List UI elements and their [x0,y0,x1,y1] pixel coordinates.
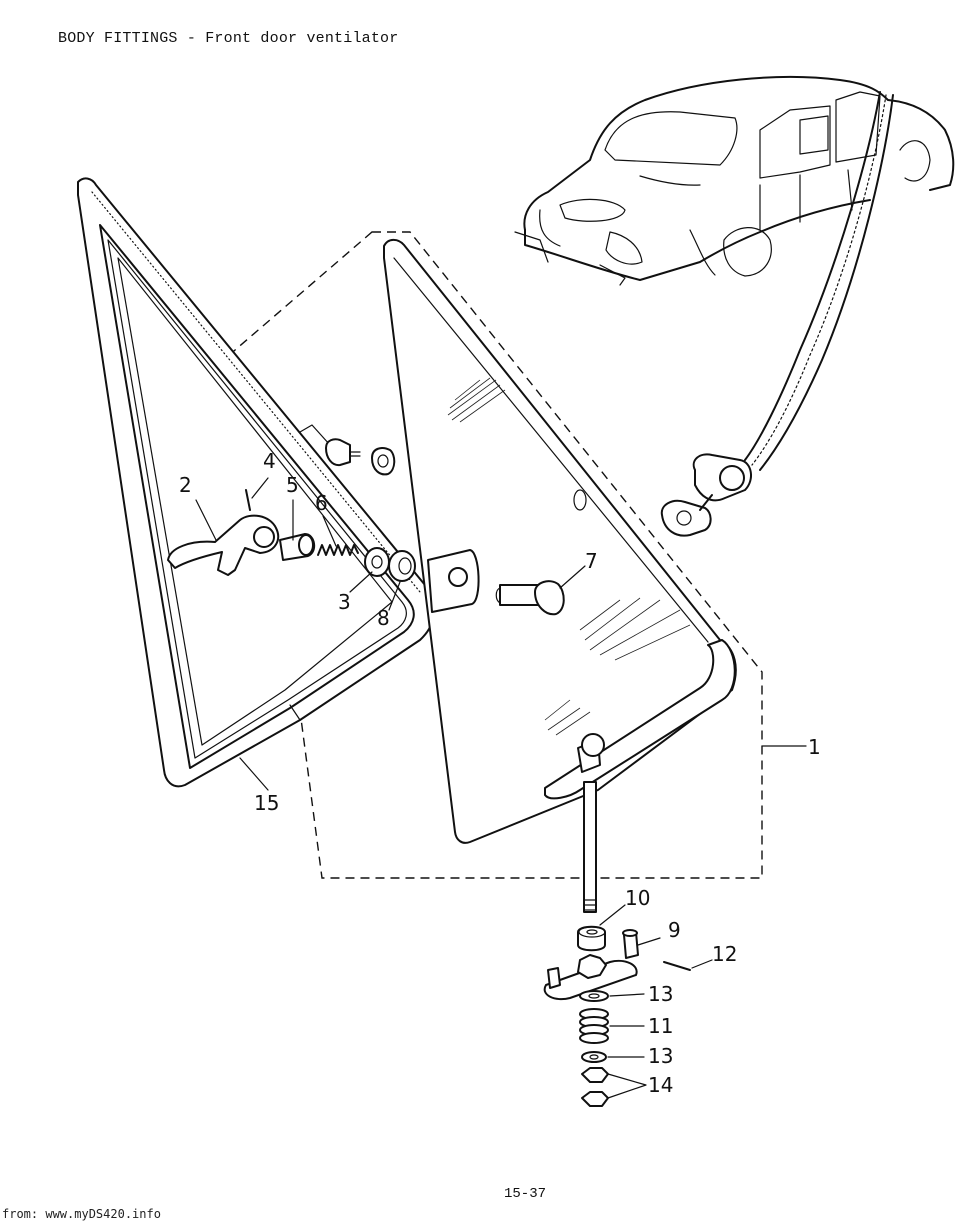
page-title: BODY FITTINGS - Front door ventilator [58,30,399,47]
part-8-grommet [388,550,416,582]
callout-13-lower: 13 [648,1044,673,1068]
callout-7: 7 [585,549,598,573]
callout-5: 5 [286,473,299,497]
source-watermark: from: www.myDS420.info [2,1207,161,1221]
part-14-nuts [581,1067,609,1107]
callout-9: 9 [668,918,681,942]
callout-8: 8 [377,606,390,630]
part-11-spring [579,1008,609,1044]
part-6-spring [317,544,359,556]
callout-1: 1 [808,735,821,759]
part-7-pivot-pin [495,580,565,616]
part-9-plate [543,929,639,1001]
callout-3: 3 [338,590,351,614]
callout-11: 11 [648,1014,673,1038]
callout-14: 14 [648,1073,673,1097]
hinge-fitting [660,453,752,537]
car-illustration [514,75,955,286]
callout-15: 15 [254,791,279,815]
door-seal-strip [744,91,894,471]
leader-lines [195,477,807,1099]
part-2-handle [167,514,280,576]
callout-2: 2 [179,473,192,497]
part-4-pin [245,489,251,511]
ventilator-frame [77,177,436,788]
callout-10: 10 [625,886,650,910]
ventilator-glass [383,238,737,913]
part-5-bush [279,533,316,561]
pivot-stud [325,438,396,476]
callout-12: 12 [712,942,737,966]
part-3-washer [364,547,390,577]
callout-4: 4 [263,449,276,473]
page-number: 15-37 [504,1186,547,1202]
callout-6: 6 [315,491,328,515]
part-13-washer-lower [581,1051,607,1063]
part-12-split-pin [663,961,691,971]
part-10-collar [577,925,606,952]
part-13-washer-upper [579,990,609,1002]
callout-13-upper: 13 [648,982,673,1006]
